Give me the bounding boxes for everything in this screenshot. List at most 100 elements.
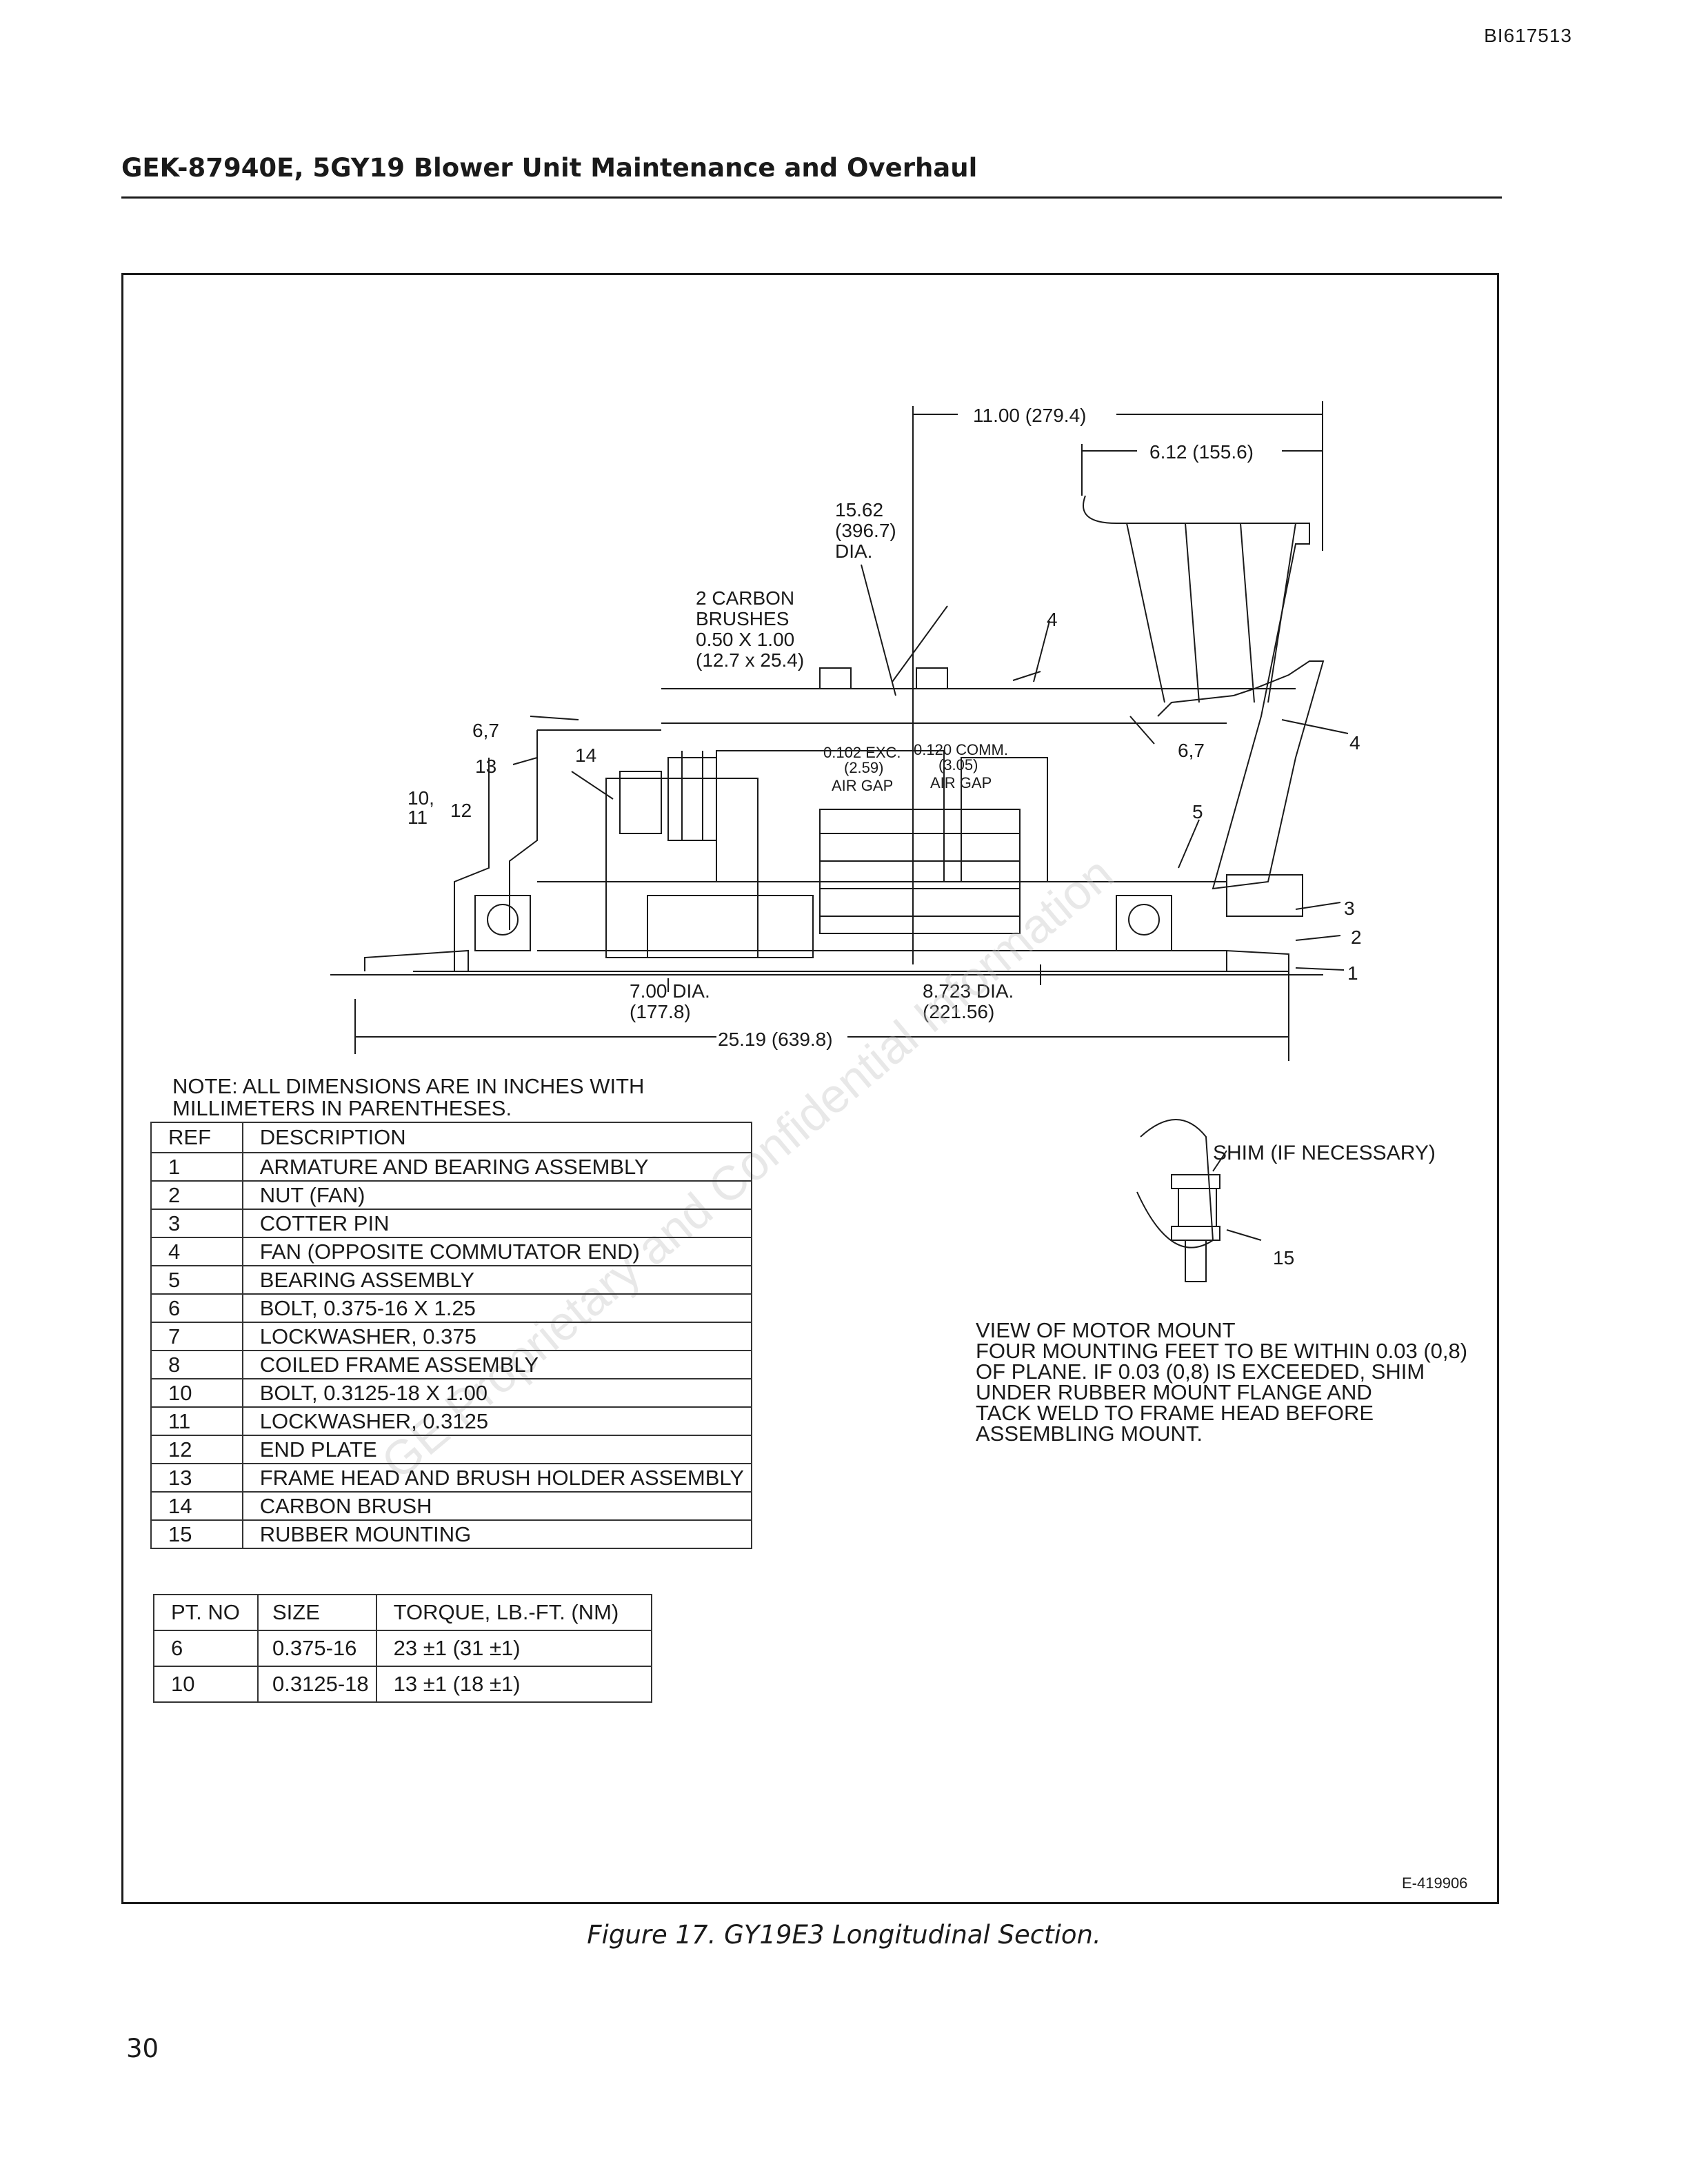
description-cell: BEARING ASSEMBLY [241, 1265, 753, 1295]
torque-table: PT. NO SIZE TORQUE, LB.-FT. (NM) 6 0.375… [153, 1594, 653, 1703]
pt-no-cell: 6 [153, 1630, 259, 1667]
ref-cell: 6 [150, 1293, 243, 1323]
ref-cell: 11 [150, 1406, 243, 1436]
size-cell: 0.3125-18 [257, 1666, 377, 1703]
header-pt-no: PT. NO [153, 1594, 259, 1631]
ref-cell: 12 [150, 1435, 243, 1464]
ref-cell: 1 [150, 1152, 243, 1182]
description-cell: LOCKWASHER, 0.3125 [241, 1406, 753, 1436]
motor-mount-note: VIEW OF MOTOR MOUNT FOUR MOUNTING FEET T… [976, 1320, 1467, 1444]
brushes-label-1: 2 CARBON [696, 587, 794, 609]
parts-table-header: REF DESCRIPTION [150, 1122, 753, 1153]
callout-3: 3 [1344, 898, 1355, 919]
ref-cell: 13 [150, 1463, 243, 1493]
figure-frame [121, 273, 1499, 1904]
document-id: BI617513 [1484, 25, 1572, 46]
dim-shaft-dia-1-mm: (177.8) [630, 1001, 691, 1022]
figure-caption: Figure 17. GY19E3 Longitudinal Section. [587, 1920, 1101, 1950]
header-ref: REF [150, 1122, 243, 1153]
callout-14: 14 [575, 745, 596, 766]
dim-fan-width: 6.12 (155.6) [1149, 441, 1254, 463]
size-cell: 0.375-16 [257, 1630, 377, 1667]
pt-no-cell: 10 [153, 1666, 259, 1703]
callout-13: 13 [475, 756, 496, 777]
dim-shaft-dia-1: 7.00 DIA. [630, 980, 710, 1002]
header-torque: TORQUE, LB.-FT. (NM) [375, 1594, 653, 1631]
torque-cell: 23 ±1 (31 ±1) [375, 1630, 653, 1667]
ref-cell: 2 [150, 1180, 243, 1210]
callout-2: 2 [1351, 927, 1362, 948]
torque-table-header: PT. NO SIZE TORQUE, LB.-FT. (NM) [153, 1594, 653, 1631]
callout-6-7-right: 6,7 [1178, 740, 1205, 761]
ref-cell: 14 [150, 1491, 243, 1521]
exc-gap-3: AIR GAP [832, 777, 893, 794]
brushes-label-4: (12.7 x 25.4) [696, 649, 804, 671]
callout-5: 5 [1192, 801, 1203, 822]
description-cell: CARBON BRUSH [241, 1491, 753, 1521]
view-note-line: TACK WELD TO FRAME HEAD BEFORE [976, 1401, 1374, 1425]
view-note-line: OF PLANE. IF 0.03 (0,8) IS EXCEEDED, SHI… [976, 1359, 1425, 1384]
view-note-line: VIEW OF MOTOR MOUNT [976, 1318, 1236, 1342]
dim-overall-width: 11.00 (279.4) [973, 405, 1087, 426]
description-cell: RUBBER MOUNTING [241, 1519, 753, 1549]
dim-dia-unit: DIA. [835, 540, 872, 562]
ref-cell: 15 [150, 1519, 243, 1549]
shim-label: SHIM (IF NECESSARY) [1213, 1142, 1436, 1164]
description-cell: FRAME HEAD AND BRUSH HOLDER ASSEMBLY [241, 1463, 753, 1493]
description-cell: NUT (FAN) [241, 1180, 753, 1210]
page-number: 30 [126, 2034, 159, 2063]
callout-6-7-left: 6,7 [472, 720, 499, 741]
table-row: 6 0.375-16 23 ±1 (31 ±1) [153, 1630, 653, 1667]
callout-12: 12 [450, 800, 472, 821]
dim-dia-in: 15.62 [835, 499, 883, 520]
ref-cell: 3 [150, 1209, 243, 1238]
table-row: 10 0.3125-18 13 ±1 (18 ±1) [153, 1666, 653, 1703]
brushes-label-3: 0.50 X 1.00 [696, 629, 794, 650]
description-cell: LOCKWASHER, 0.375 [241, 1322, 753, 1351]
description-cell: BOLT, 0.3125-18 X 1.00 [241, 1378, 753, 1408]
figure-code: E-419906 [1402, 1874, 1467, 1892]
ref-cell: 5 [150, 1265, 243, 1295]
dim-shaft-dia-2: 8.723 DIA. [923, 980, 1014, 1002]
dimension-note: NOTE: ALL DIMENSIONS ARE IN INCHES WITH … [172, 1075, 644, 1120]
page-header-title: GEK-87940E, 5GY19 Blower Unit Maintenanc… [121, 153, 978, 183]
ref-cell: 8 [150, 1350, 243, 1379]
exc-gap-2: (2.59) [844, 759, 883, 776]
description-cell: ARMATURE AND BEARING ASSEMBLY [241, 1152, 753, 1182]
header-divider [121, 196, 1502, 199]
description-cell: COILED FRAME ASSEMBLY [241, 1350, 753, 1379]
view-note-line: UNDER RUBBER MOUNT FLANGE AND [976, 1380, 1372, 1404]
comm-gap-2: (3.05) [938, 756, 978, 774]
ref-cell: 10 [150, 1378, 243, 1408]
callout-4-top: 4 [1047, 609, 1058, 630]
comm-gap-1: 0.120 COMM. [914, 741, 1008, 758]
view-note-line: ASSEMBLING MOUNT. [976, 1422, 1203, 1446]
note-line: MILLIMETERS IN PARENTHESES. [172, 1096, 512, 1120]
description-cell: FAN (OPPOSITE COMMUTATOR END) [241, 1237, 753, 1266]
dim-dia-mm: (396.7) [835, 520, 896, 541]
description-cell: COTTER PIN [241, 1209, 753, 1238]
dim-shaft-dia-2-mm: (221.56) [923, 1001, 994, 1022]
description-cell: END PLATE [241, 1435, 753, 1464]
torque-cell: 13 ±1 (18 ±1) [375, 1666, 653, 1703]
ref-cell: 4 [150, 1237, 243, 1266]
callout-4-right: 4 [1349, 732, 1360, 754]
header-description: DESCRIPTION [241, 1122, 753, 1153]
comm-gap-3: AIR GAP [930, 774, 992, 791]
dim-overall-length: 25.19 (639.8) [718, 1029, 833, 1050]
callout-10-11-a: 10, [408, 787, 434, 809]
callout-10-11-b: 11 [408, 807, 428, 828]
